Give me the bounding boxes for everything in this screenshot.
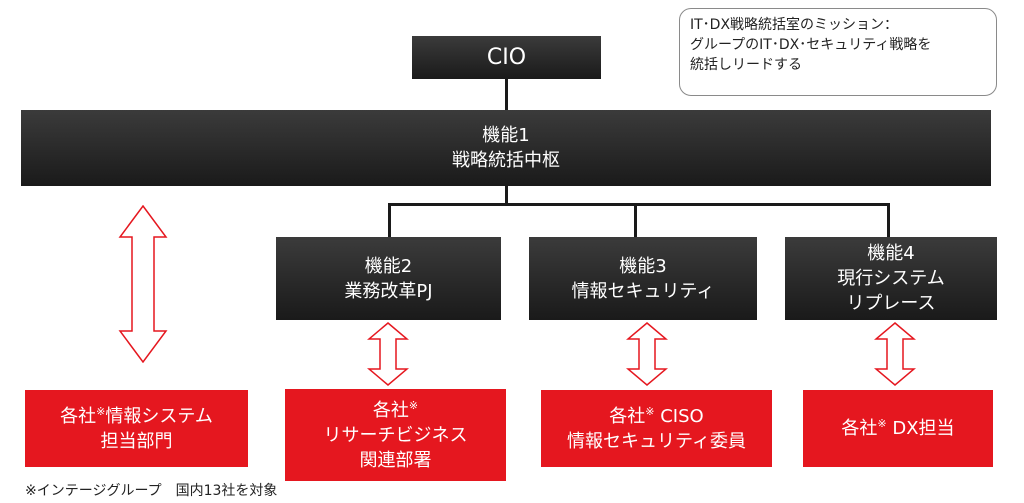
cio-box: CIO bbox=[412, 36, 601, 79]
mission-line-3: 統括しリードする bbox=[690, 57, 802, 73]
function1-box: 機能1 戦略統括中枢 bbox=[21, 110, 991, 186]
company3-footnote-mark: ※ bbox=[645, 404, 655, 418]
company3-prefix: 各社 bbox=[609, 405, 646, 427]
company4-line-1: 各社※ DX担当 bbox=[841, 416, 954, 441]
company4-footnote-mark: ※ bbox=[877, 417, 887, 430]
footnote: ※インテージグループ 国内13社を対象 bbox=[25, 483, 278, 499]
function1-number: 機能1 bbox=[482, 125, 530, 146]
company3-line-1: 各社※ CISO bbox=[609, 404, 703, 429]
function4-box: 機能4 現行システム リプレース bbox=[785, 237, 997, 320]
company4-box: 各社※ DX担当 bbox=[803, 390, 993, 467]
function2-number: 機能2 bbox=[364, 255, 413, 277]
function4-name-2: リプレース bbox=[846, 293, 936, 314]
company2-box: 各社※ リサーチビジネス 関連部署 bbox=[285, 389, 506, 481]
company3-suffix: CISO bbox=[654, 405, 704, 427]
double-arrow-function1 bbox=[118, 205, 168, 363]
company1-line-1: 各社※情報システム bbox=[60, 404, 213, 429]
mission-line-1: IT･DX戦略統括室のミッション： bbox=[690, 17, 899, 33]
company3-box: 各社※ CISO 情報セキュリティ委員 bbox=[541, 390, 772, 467]
function1-name: 戦略統括中枢 bbox=[452, 150, 560, 171]
company2-footnote-mark: ※ bbox=[408, 398, 419, 412]
mission-box: IT･DX戦略統括室のミッション： グループのIT･DX･セキュリティ戦略を 統… bbox=[679, 8, 997, 96]
connector-horizontal-bus bbox=[388, 203, 890, 206]
connector-function3 bbox=[634, 203, 637, 237]
function2-name: 業務改革PJ bbox=[344, 280, 433, 302]
company2-line-1: 各社※ bbox=[373, 398, 418, 423]
company1-suffix: 情報システム bbox=[105, 405, 213, 427]
company2-line-3: 関連部署 bbox=[359, 449, 432, 471]
double-arrow-function2 bbox=[367, 322, 409, 386]
function4-number: 機能4 bbox=[867, 243, 915, 264]
connector-cio-function1 bbox=[505, 78, 508, 110]
connector-function4 bbox=[887, 203, 890, 237]
connector-function2 bbox=[388, 203, 391, 237]
company1-box: 各社※情報システム 担当部門 bbox=[25, 390, 248, 467]
function3-box: 機能3 情報セキュリティ bbox=[529, 237, 757, 320]
company2-prefix: 各社 bbox=[372, 399, 409, 421]
company1-prefix: 各社 bbox=[60, 405, 97, 427]
company1-footnote-mark: ※ bbox=[96, 404, 106, 418]
company4-suffix: DX担当 bbox=[886, 418, 955, 439]
company1-line-2: 担当部門 bbox=[100, 430, 173, 452]
company3-line-2: 情報セキュリティ委員 bbox=[567, 430, 746, 452]
connector-function1-bus bbox=[505, 186, 508, 206]
company2-line-2: リサーチビジネス bbox=[323, 424, 468, 446]
function3-name: 情報セキュリティ bbox=[571, 280, 715, 302]
mission-line-2: グループのIT･DX･セキュリティ戦略を bbox=[690, 37, 932, 53]
function2-box: 機能2 業務改革PJ bbox=[276, 237, 501, 320]
company4-prefix: 各社 bbox=[841, 418, 878, 439]
cio-label: CIO bbox=[486, 45, 527, 70]
function3-number: 機能3 bbox=[619, 255, 667, 277]
double-arrow-function4 bbox=[874, 322, 916, 386]
function4-name-1: 現行システム bbox=[837, 268, 945, 289]
double-arrow-function3 bbox=[626, 322, 668, 386]
